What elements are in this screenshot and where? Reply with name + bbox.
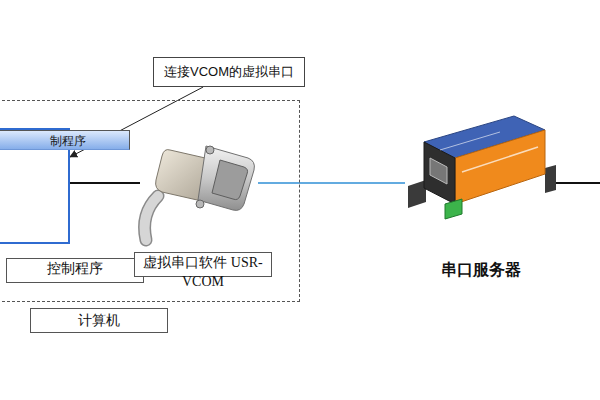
- device-port: [430, 158, 447, 184]
- cable-outline: [145, 196, 159, 240]
- computer-region: 计算机制程序控制程序虚拟串口软件 USR-VCOM: [0, 100, 300, 302]
- device-stripe: [462, 147, 538, 172]
- device-end: [424, 142, 455, 204]
- virtual-port-software: 虚拟串口软件 USR-VCOM: [140, 128, 258, 292]
- caption-label: 控制程序: [6, 258, 144, 283]
- connector-shell: [198, 146, 254, 210]
- thumb-screw: [206, 146, 214, 154]
- network-cable: [556, 182, 600, 184]
- serial-device-server: 串口服务器: [405, 112, 556, 286]
- mounting-ear: [408, 180, 426, 208]
- connector-port: [212, 160, 248, 200]
- node-label: 制程序: [0, 130, 130, 150]
- callout-box: 连接VCOM的虚拟串口: [153, 57, 305, 87]
- node-label: 连接VCOM的虚拟串口: [164, 64, 294, 80]
- connection-line: [70, 182, 140, 184]
- cable: [145, 196, 159, 240]
- mounting-ear: [545, 165, 556, 193]
- node-label: 串口服务器: [395, 260, 566, 280]
- terminal-block: [445, 199, 462, 219]
- thumb-screw: [196, 200, 204, 208]
- node-label: 虚拟串口软件 USR-VCOM: [134, 252, 272, 277]
- node-label: 计算机: [30, 308, 168, 333]
- device-marking: [440, 132, 500, 150]
- program-window: 制程序控制程序: [0, 128, 70, 244]
- connection-line: [258, 182, 405, 184]
